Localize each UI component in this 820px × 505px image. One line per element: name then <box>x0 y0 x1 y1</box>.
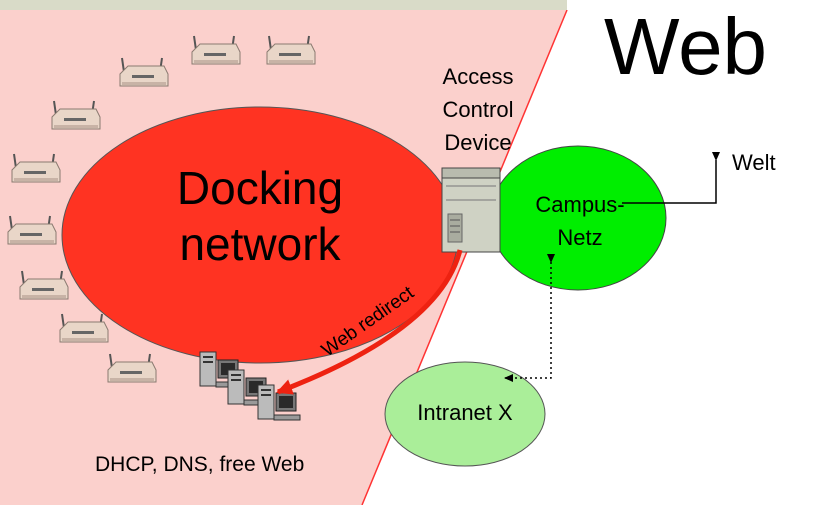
server-tower-icon <box>441 167 501 253</box>
intranet-x-ellipse <box>384 361 546 467</box>
intranet-x-label: Intranet X <box>417 400 513 425</box>
web-redirect-arrow <box>276 249 463 395</box>
docking-network-label: Docking network <box>176 162 344 270</box>
welt-label: Welt <box>732 150 776 175</box>
services-label: DHCP, DNS, free Web <box>95 453 305 476</box>
campus-netz-label: Campus- Netz <box>535 192 625 250</box>
campus-intranet-dotted-link <box>504 254 555 382</box>
slide-title: Web <box>604 2 768 91</box>
welt-connector-line <box>622 152 720 204</box>
access-control-device-label: Access Control Device <box>442 64 514 155</box>
top-strip <box>0 0 567 10</box>
